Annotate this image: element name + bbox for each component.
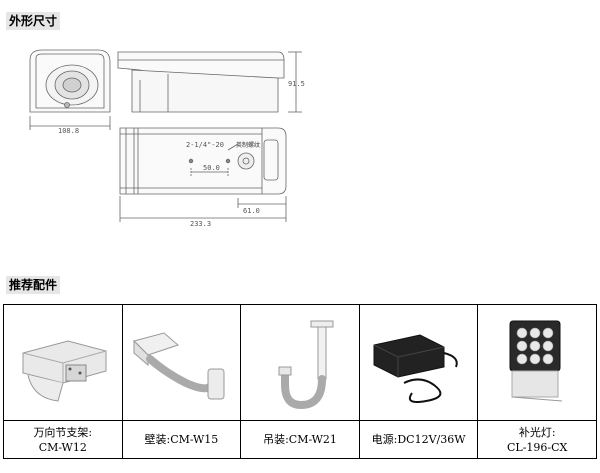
universal-joint-bracket-icon	[22, 339, 107, 402]
hole-spacing-label: 50.0	[203, 164, 220, 172]
wall-mount-bracket-icon	[133, 331, 225, 399]
accessory-label-cell: 电源:DC12V/36W	[358, 420, 479, 459]
power-adapter-icon	[373, 333, 458, 403]
accessory-label-line2: CL-196-CX	[506, 440, 568, 454]
width-dimension-label: 108.8	[58, 127, 79, 135]
accessory-label-cell: 壁装:CM-W15	[121, 420, 242, 459]
accessories-table: 万向节支架: CM-W12 壁装:CM-W15 吊装:CM-W21 电源:DC1…	[3, 304, 597, 459]
bottom-view	[119, 127, 287, 222]
accessory-image-cell	[3, 304, 123, 421]
accessory-label-line1: 吊装:CM-W21	[263, 433, 337, 446]
dimensions-section-title: 外形尺寸	[6, 12, 61, 30]
offset-dimension-label: 61.0	[243, 207, 260, 215]
dimension-drawing: 108.8 91.5 50.0 61.0 233.3	[29, 49, 305, 228]
accessory-label-line2: CM-W12	[38, 440, 87, 454]
accessory-image-cell	[477, 304, 597, 421]
height-dimension-label: 91.5	[288, 80, 305, 88]
accessory-label-cell: 吊装:CM-W21	[240, 420, 360, 459]
thread-note-label: 英制螺纹	[236, 141, 260, 149]
accessory-label-line1: 补光灯:	[518, 425, 556, 439]
accessory-label-cell: 万向节支架: CM-W12	[3, 420, 123, 459]
accessory-label-row: 万向节支架: CM-W12 壁装:CM-W15 吊装:CM-W21 电源:DC1…	[3, 420, 597, 459]
accessory-label-line1: 电源:DC12V/36W	[371, 433, 466, 446]
accessory-image-cell	[240, 304, 360, 421]
accessory-label-cell: 补光灯: CL-196-CX	[477, 420, 597, 459]
length-dimension-label: 233.3	[190, 220, 211, 228]
side-view	[117, 51, 302, 113]
accessory-image-row	[3, 304, 597, 421]
accessories-section-title: 推荐配件	[6, 276, 61, 294]
accessory-image-cell	[121, 304, 242, 421]
accessory-label-line1: 壁装:CM-W15	[144, 433, 219, 446]
accessory-image-cell	[358, 304, 479, 421]
accessory-label-line1: 万向节支架:	[33, 425, 93, 439]
thread-spec-label: 2-1/4"-20	[186, 141, 224, 149]
fill-light-icon	[509, 320, 563, 401]
pendant-mount-bracket-icon	[278, 320, 334, 409]
front-view	[29, 49, 111, 130]
